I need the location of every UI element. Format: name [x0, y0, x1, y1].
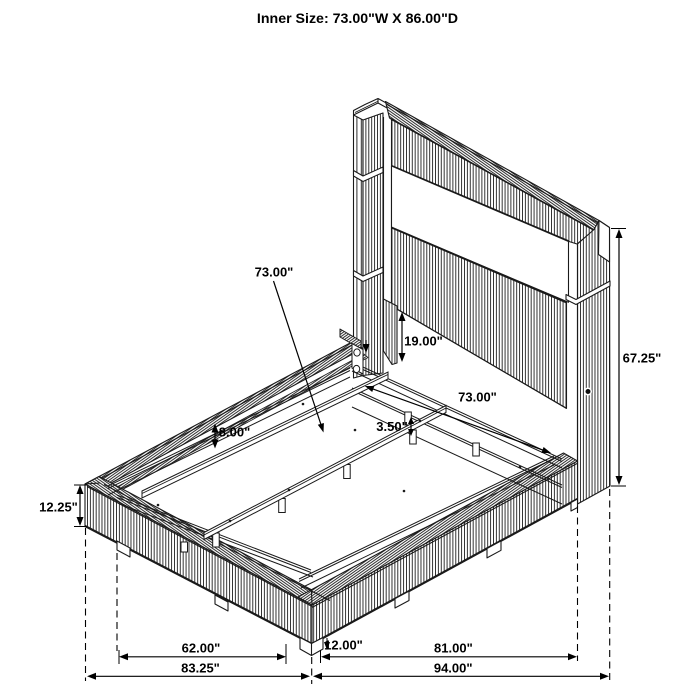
svg-text:67.25": 67.25" — [623, 351, 662, 366]
svg-text:81.00": 81.00" — [434, 641, 473, 656]
svg-text:83.25": 83.25" — [181, 661, 220, 676]
svg-text:73.00": 73.00" — [458, 390, 497, 405]
svg-text:62.00": 62.00" — [182, 641, 221, 656]
svg-text:3.50": 3.50" — [376, 419, 407, 434]
svg-text:Inner Size: 73.00"W X 86.00"D: Inner Size: 73.00"W X 86.00"D — [257, 11, 458, 27]
svg-text:12.25": 12.25" — [39, 500, 78, 515]
svg-text:73.00": 73.00" — [255, 265, 294, 280]
svg-text:12.00": 12.00" — [324, 638, 363, 653]
svg-text:8.00": 8.00" — [219, 425, 250, 440]
svg-text:19.00": 19.00" — [404, 334, 443, 349]
svg-text:94.00": 94.00" — [434, 661, 473, 676]
